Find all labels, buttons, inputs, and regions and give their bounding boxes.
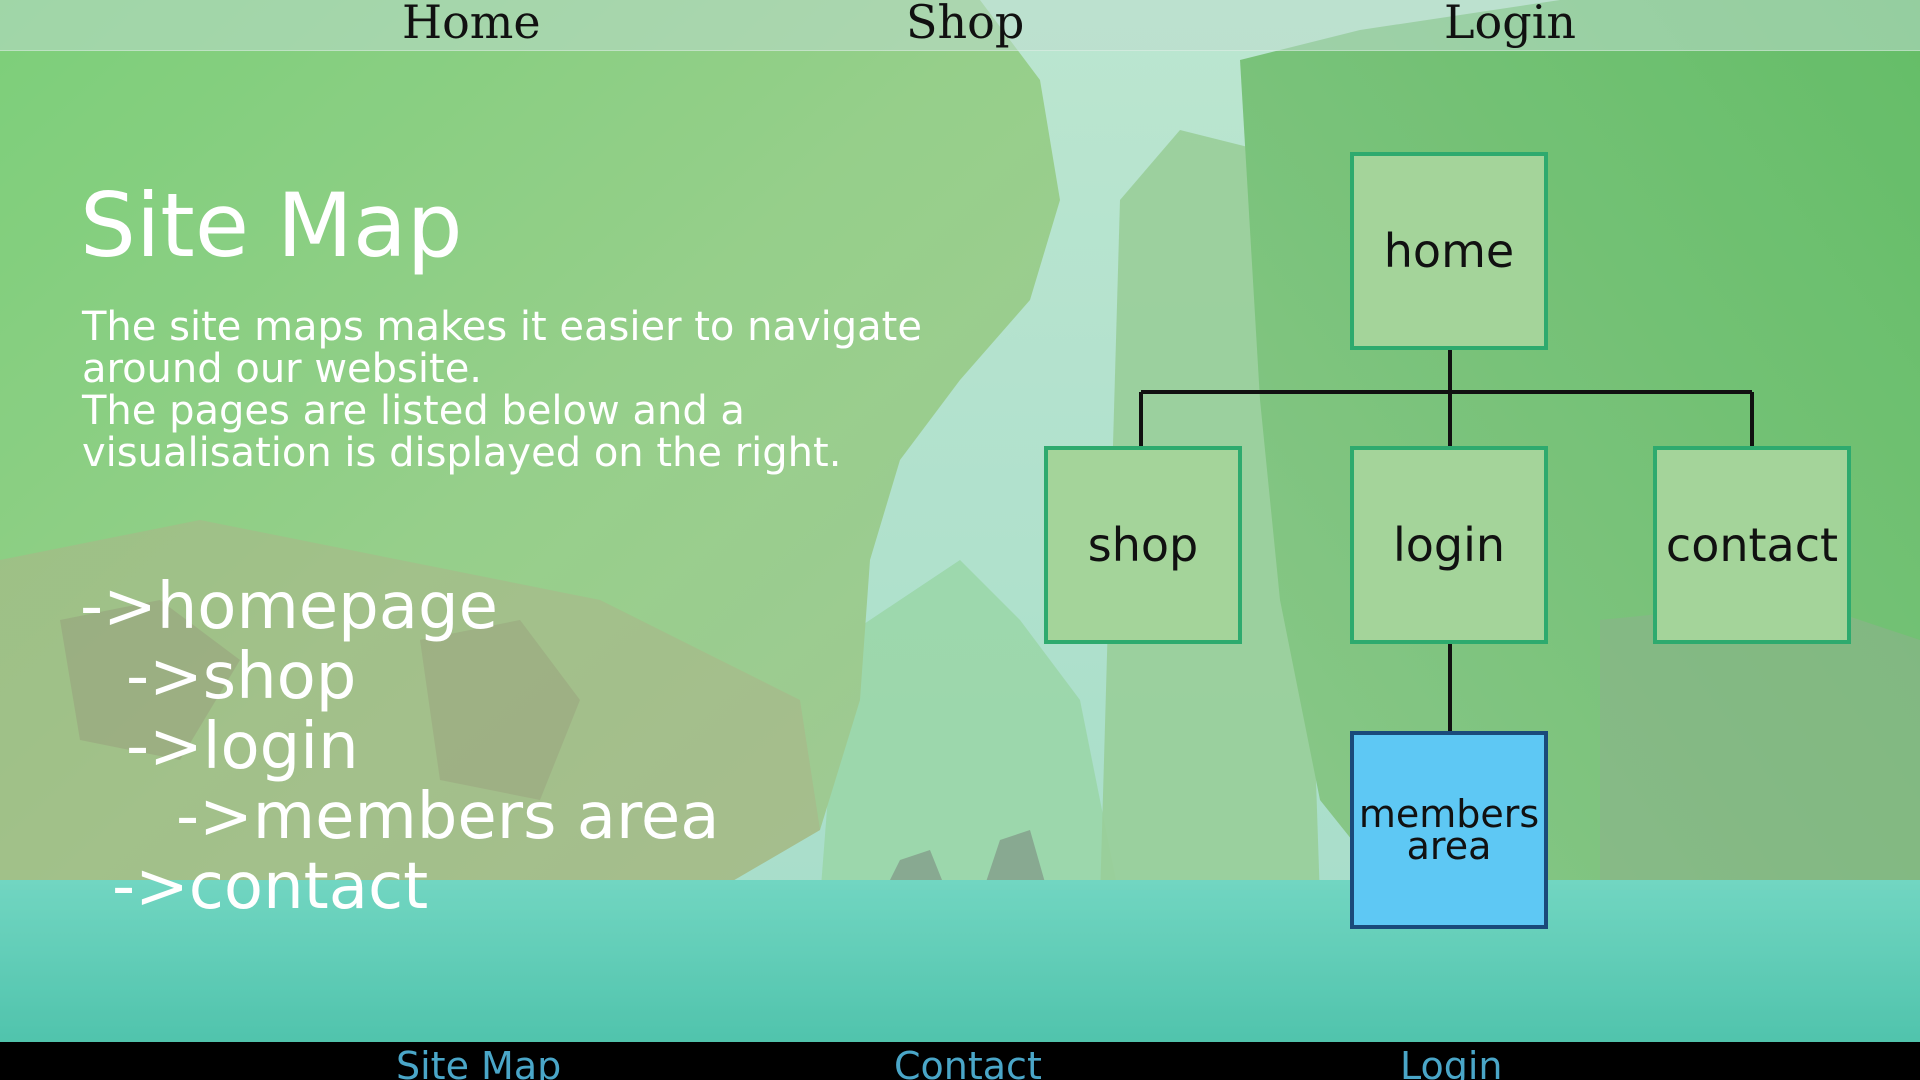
page-list-item-homepage[interactable]: ->homepage: [80, 570, 498, 644]
members-label-line-1: members: [1358, 792, 1540, 836]
footer-bar: Site Map Contact Login: [0, 1042, 1920, 1080]
page-list-item-login[interactable]: ->login: [126, 710, 359, 784]
nav-shop-link[interactable]: Shop: [906, 0, 1025, 49]
footer-login-link[interactable]: Login: [1400, 1044, 1503, 1080]
members-label-line-2: area: [1406, 824, 1492, 868]
node-shop[interactable]: shop: [1044, 446, 1242, 644]
description-line-3: The pages are listed below and a: [82, 388, 745, 434]
node-contact[interactable]: contact: [1653, 446, 1851, 644]
description-line-4: visualisation is displayed on the right.: [82, 430, 842, 476]
description-line-1: The site maps makes it easier to navigat…: [82, 304, 922, 350]
footer-contact-link[interactable]: Contact: [894, 1044, 1042, 1080]
site-map-description: The site maps makes it easier to navigat…: [82, 306, 922, 474]
page-list-item-shop[interactable]: ->shop: [126, 640, 357, 714]
footer-site-map-link[interactable]: Site Map: [396, 1044, 562, 1080]
node-members-area[interactable]: members area: [1350, 731, 1548, 929]
page-list-item-contact[interactable]: ->contact: [112, 850, 429, 924]
nav-login-link[interactable]: Login: [1444, 0, 1577, 49]
page-list-item-members-area[interactable]: ->members area: [176, 780, 720, 854]
description-line-2: around our website.: [82, 346, 483, 392]
node-login[interactable]: login: [1350, 446, 1548, 644]
top-navigation-bar: Home Shop Login: [0, 0, 1920, 51]
nav-home-link[interactable]: Home: [402, 0, 541, 49]
node-home[interactable]: home: [1350, 152, 1548, 350]
page-title: Site Map: [80, 174, 463, 277]
